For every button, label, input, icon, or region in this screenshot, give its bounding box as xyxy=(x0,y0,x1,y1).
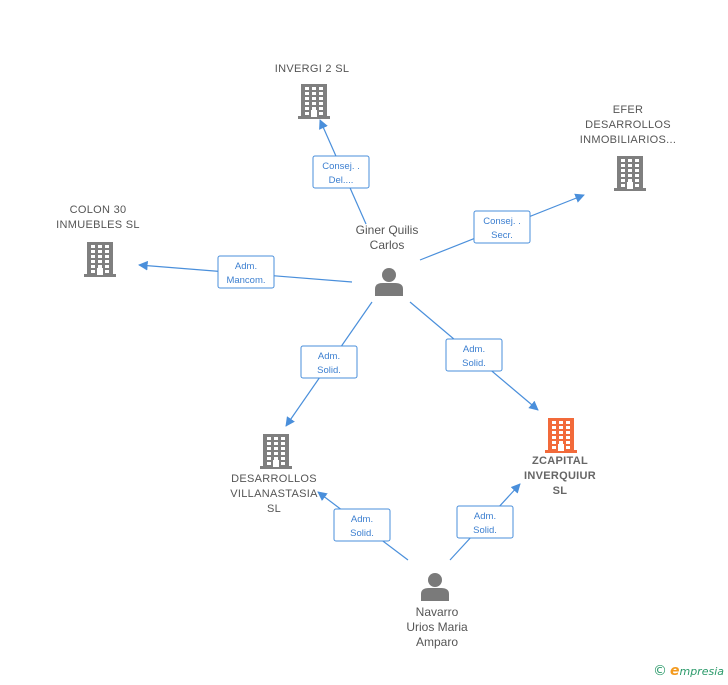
edge-navarro-desarrollos: Adm. Solid. xyxy=(317,491,409,561)
node-label-line: INMUEBLES SL xyxy=(56,219,140,231)
company-name: COLON 30 INMUEBLES SL xyxy=(56,204,140,231)
company-node-colon[interactable]: COLON 30 INMUEBLES SL xyxy=(56,204,140,277)
node-label-line: ZCAPITAL xyxy=(532,455,588,467)
role-label-text: Adm. xyxy=(463,344,485,355)
company-name: INVERGI 2 SL xyxy=(275,63,350,75)
role-label-text: Consej. . xyxy=(322,161,360,172)
node-label-line: SL xyxy=(267,503,281,515)
logo-initial: e xyxy=(669,663,680,679)
company-node-zcapital[interactable]: ZCAPITAL INVERQUIUR SL xyxy=(524,418,596,497)
edge-giner-efer: Consej. . Secr. xyxy=(419,193,585,261)
company-node-invergi[interactable]: INVERGI 2 SL xyxy=(275,63,350,119)
role-label-text: Consej. . xyxy=(483,216,521,227)
role-label-box[interactable] xyxy=(456,505,514,539)
edge-giner-desarrollos: Adm. Solid. xyxy=(285,301,373,427)
copyright-symbol: © xyxy=(652,663,667,679)
edge-giner-colon: Adm. Mancom. xyxy=(138,255,353,289)
role-label-text: Secr. xyxy=(491,230,513,241)
node-label-line: Navarro xyxy=(416,605,459,619)
empresia-logo: ©empresia xyxy=(653,663,724,679)
node-label-line: Carlos xyxy=(370,238,405,252)
node-label-line: INVERQUIUR xyxy=(524,470,596,482)
role-label-box[interactable] xyxy=(333,508,391,542)
building-icon[interactable] xyxy=(545,418,577,453)
role-label-text: Del.... xyxy=(329,175,354,186)
company-name: DESARROLLOS VILLANASTASIA SL xyxy=(230,473,318,515)
role-label-text: Solid. xyxy=(350,528,374,539)
nodes-layer: INVERGI 2 SL EFER DESARROLLOS INMOBILIARIOS… xyxy=(56,63,676,649)
person-icon[interactable] xyxy=(375,268,403,296)
node-label-line: EFER xyxy=(613,104,644,116)
company-name: ZCAPITAL INVERQUIUR SL xyxy=(524,455,596,497)
edges-layer: Consej. . Del.... Consej. . Secr. Adm. Mancom… xyxy=(138,119,585,561)
company-node-efer[interactable]: EFER DESARROLLOS INMOBILIARIOS... xyxy=(580,104,676,191)
node-label-line: Amparo xyxy=(416,635,458,649)
role-label-box[interactable] xyxy=(473,210,531,244)
node-label-line: SL xyxy=(553,485,568,497)
company-name: EFER DESARROLLOS INMOBILIARIOS... xyxy=(580,104,676,146)
node-label-line: INMOBILIARIOS... xyxy=(580,134,676,146)
building-icon[interactable] xyxy=(614,156,646,191)
node-label-line: Giner Quilis xyxy=(356,223,419,237)
role-label-text: Solid. xyxy=(473,525,497,536)
role-label-text: Solid. xyxy=(317,365,341,376)
role-label-text: Solid. xyxy=(462,358,486,369)
role-label-box[interactable] xyxy=(445,338,503,372)
role-label-box[interactable] xyxy=(300,345,358,379)
edge-navarro-zcapital: Adm. Solid. xyxy=(449,483,521,561)
building-icon[interactable] xyxy=(260,434,292,469)
role-label-text: Adm. xyxy=(474,511,496,522)
node-label-line: VILLANASTASIA xyxy=(230,488,318,500)
logo-text: mpresia xyxy=(679,665,724,678)
building-icon[interactable] xyxy=(84,242,116,277)
person-icon[interactable] xyxy=(421,573,449,601)
role-label-text: Adm. xyxy=(235,261,257,272)
role-label-text: Adm. xyxy=(318,351,340,362)
role-label-text: Mancom. xyxy=(226,275,265,286)
role-label-box[interactable] xyxy=(312,155,370,189)
node-label-line: DESARROLLOS xyxy=(585,119,671,131)
edge-giner-invergi: Consej. . Del.... xyxy=(312,119,370,225)
node-label-line: DESARROLLOS xyxy=(231,473,317,485)
role-label-text: Adm. xyxy=(351,514,373,525)
node-label-line: INVERGI 2 SL xyxy=(275,63,350,75)
node-label-line: Urios Maria xyxy=(406,620,468,634)
role-label-box[interactable] xyxy=(217,255,275,289)
company-node-desarrollos[interactable]: DESARROLLOS VILLANASTASIA SL xyxy=(230,434,318,515)
edge-giner-zcapital: Adm. Solid. xyxy=(409,301,539,411)
building-icon[interactable] xyxy=(298,84,330,119)
node-label-line: COLON 30 xyxy=(70,204,127,216)
